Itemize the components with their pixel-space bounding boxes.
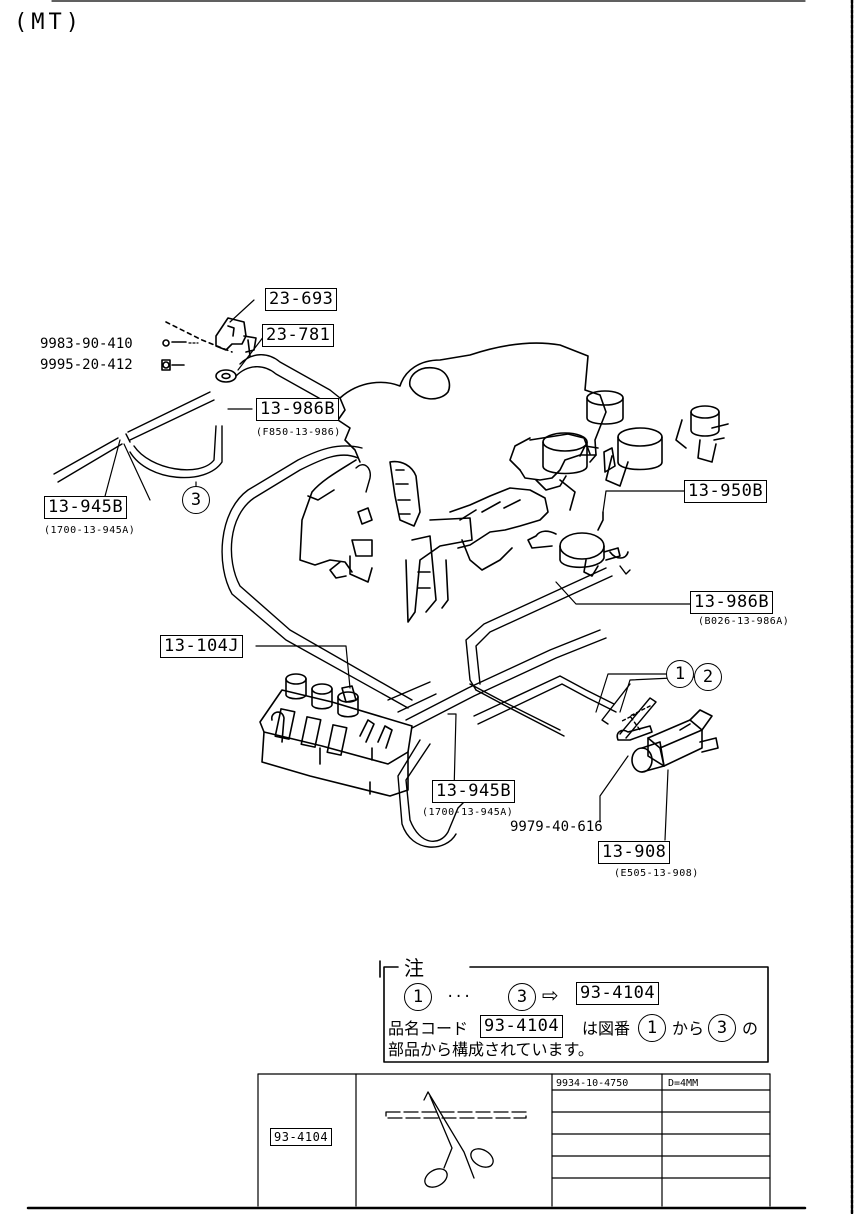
ref-B026-13-986A: (B026-13-986A) [698, 616, 790, 627]
callout-13-945B-lower[interactable]: 13-945B [432, 780, 516, 803]
circled-ref-3[interactable]: 3 [182, 486, 210, 514]
note-line2-code[interactable]: 93-4104 [480, 1015, 564, 1038]
note-range-to: 3 [508, 983, 536, 1011]
callout-13-986B-right[interactable]: 13-986B [690, 591, 774, 614]
kit-table-frame [257, 1073, 771, 1207]
note-line3: 部品から構成されています。 [388, 1040, 594, 1059]
note-range-ellipsis: ··· [446, 989, 472, 1005]
note-heading: 注 [400, 958, 428, 978]
callout-13-104J[interactable]: 13-104J [160, 635, 244, 658]
callout-13-945B-left[interactable]: 13-945B [44, 496, 128, 519]
model-tag: (MT) [14, 10, 83, 35]
ref-E505-13-908: (E505-13-908) [614, 868, 699, 879]
part-number-9995-20-412: 9995-20-412 [40, 357, 133, 373]
callout-23-781[interactable]: 23-781 [262, 324, 335, 347]
note-kit-code[interactable]: 93-4104 [576, 982, 660, 1005]
callout-23-693[interactable]: 23-693 [265, 288, 338, 311]
kit-table-code[interactable]: 93-4104 [270, 1128, 333, 1146]
note-line2-from: 1 [638, 1014, 666, 1042]
ref-1700-13-945A-lower: (1700-13-945A) [422, 807, 514, 818]
callout-13-950B[interactable]: 13-950B [684, 480, 768, 503]
callout-13-908[interactable]: 13-908 [598, 841, 671, 864]
note-range-from: 1 [404, 983, 432, 1011]
bracket-drawing [161, 317, 257, 383]
note-line2-to: 3 [708, 1014, 736, 1042]
solenoid-assembly-drawing [259, 673, 413, 797]
leader-lines [103, 299, 695, 841]
note-frame [379, 960, 769, 1063]
hoses-drawing [53, 354, 657, 848]
note-line2-kara: から [672, 1019, 705, 1038]
kit-table-spec-dim: D=4MM [668, 1078, 699, 1089]
note-line2-no: の [742, 1019, 759, 1038]
note-line2-prefix: 品名コード [388, 1019, 469, 1038]
circled-ref-1[interactable]: 1 [666, 660, 694, 688]
engine-block-drawing [299, 342, 729, 623]
kit-hose-scissors-drawing [385, 1091, 527, 1188]
vacuum-valve-13-950B-drawing [527, 511, 629, 577]
note-arrow: ⇨ [542, 983, 559, 1007]
note-line2-mid: は図番 [582, 1019, 631, 1038]
ref-1700-13-945A-left: (1700-13-945A) [44, 525, 136, 536]
callout-13-986B-upper[interactable]: 13-986B [256, 398, 340, 421]
part-number-9983-90-410: 9983-90-410 [40, 336, 133, 352]
part-number-9979-40-616: 9979-40-616 [510, 819, 603, 835]
kit-table-spec-part: 9934-10-4750 [556, 1078, 629, 1089]
ref-F850-13-986: (F850-13-986) [256, 427, 341, 438]
circled-ref-2[interactable]: 2 [694, 663, 722, 691]
